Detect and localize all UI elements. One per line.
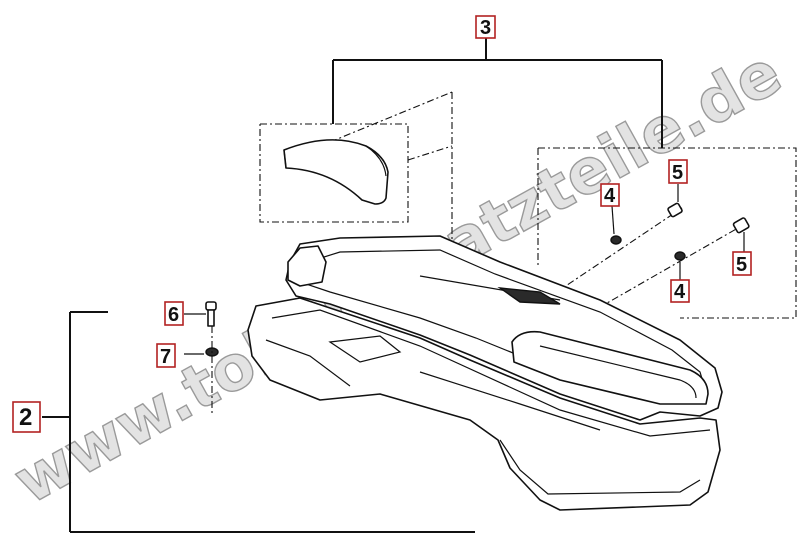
bracket-3	[332, 38, 663, 148]
tank-body-part	[247, 235, 723, 511]
callout-6-label: 6	[168, 304, 179, 326]
callout-5-lower: 5	[732, 251, 752, 276]
bracket-2	[42, 311, 475, 533]
washer-part-upper	[610, 205, 622, 245]
bolt-part-upper	[667, 184, 683, 218]
callout-5-upper-label: 5	[672, 162, 683, 184]
callout-3-label: 3	[480, 17, 491, 39]
callout-2: 2	[12, 401, 41, 433]
callout-6: 6	[164, 301, 184, 326]
callout-4-upper: 4	[600, 183, 620, 207]
callout-5-lower-label: 5	[736, 254, 747, 276]
bolt-part-lower	[732, 217, 750, 252]
callout-2-label: 2	[19, 404, 32, 431]
detail-box-bolts	[517, 147, 797, 331]
washer-part-lower	[674, 251, 686, 280]
callout-3: 3	[475, 15, 496, 39]
callout-7-label: 7	[160, 346, 171, 368]
screw-assembly	[184, 301, 219, 415]
callout-5-upper: 5	[668, 159, 688, 184]
seal-pad-part	[283, 139, 389, 205]
callout-4-lower-label: 4	[674, 281, 686, 303]
callout-4-upper-label: 4	[604, 185, 616, 207]
detail-box-seal	[259, 91, 453, 305]
callout-4-lower: 4	[670, 279, 690, 303]
callout-7: 7	[156, 343, 176, 368]
